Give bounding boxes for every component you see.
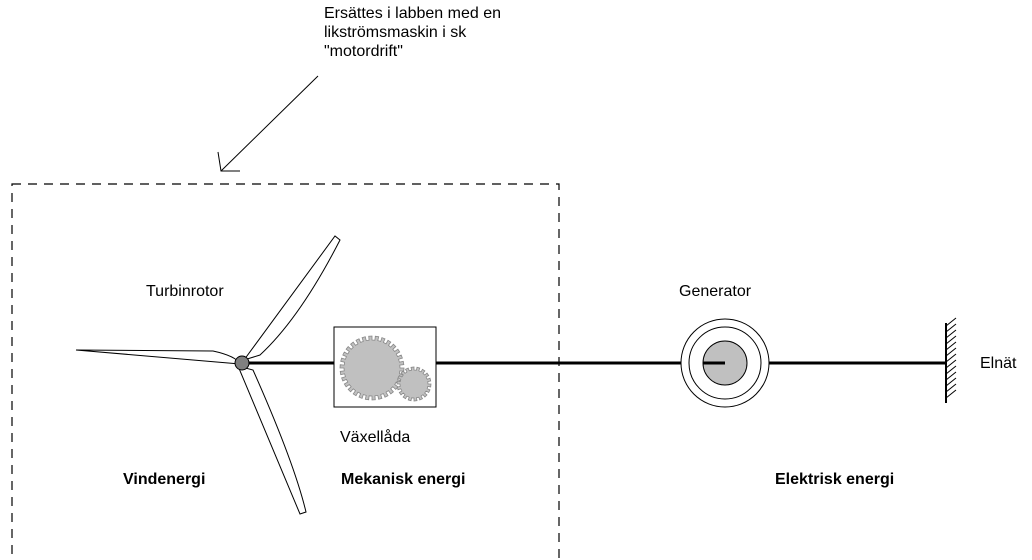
grid-hatch-line xyxy=(945,323,957,333)
motor-drive-boundary xyxy=(11,183,560,560)
wind-energy-label: Vindenergi xyxy=(123,471,206,488)
note-line-1: Ersättes i labben med en xyxy=(324,5,501,22)
note-line-2: likströmsmaskin i sk xyxy=(324,24,467,41)
gearbox xyxy=(333,326,437,408)
annotation-arrow xyxy=(217,75,319,172)
grid-hatch-line xyxy=(945,341,957,351)
grid-label: Elnät xyxy=(980,355,1017,372)
grid-hatch-line xyxy=(945,317,957,327)
grid-hatch-line xyxy=(945,335,957,345)
grid-hatch-line xyxy=(945,389,957,399)
generator xyxy=(680,318,770,408)
gear-small xyxy=(396,366,432,402)
gearbox-label: Växellåda xyxy=(340,429,411,446)
grid-connection-symbol xyxy=(945,317,957,403)
rotor-blade-up xyxy=(242,235,341,361)
turbine-rotor xyxy=(75,235,341,515)
grid-hatch-line xyxy=(945,377,957,387)
grid-hatch-line xyxy=(945,347,957,357)
turbine-rotor-label: Turbinrotor xyxy=(146,283,224,300)
grid-hatch-line xyxy=(945,371,957,381)
note-line-3: "motordrift" xyxy=(324,43,403,60)
gear-large xyxy=(339,335,405,401)
rotor-blade-left xyxy=(75,349,241,365)
grid-hatch-line xyxy=(945,383,957,393)
generator-label: Generator xyxy=(679,283,752,300)
grid-hatch-line xyxy=(945,365,957,375)
annotation-note: Ersättes i labben med en likströmsmaskin… xyxy=(324,4,624,61)
electrical-energy-label: Elektrisk energi xyxy=(775,471,895,488)
mechanical-energy-label: Mekanisk energi xyxy=(341,471,466,488)
rotor-hub xyxy=(234,355,250,371)
grid-hatch-line xyxy=(945,359,957,369)
rotor-blade-down xyxy=(237,365,307,515)
grid-hatch-line xyxy=(945,329,957,339)
grid-hatch-line xyxy=(945,353,957,363)
